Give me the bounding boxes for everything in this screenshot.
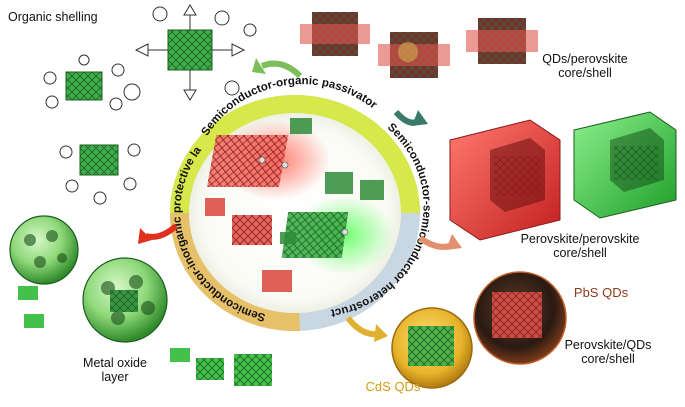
- cds-pbs-illustration: [391, 271, 567, 389]
- qds-perovskite-illustration: [300, 12, 538, 78]
- arrow-to-metal-oxide: [145, 223, 178, 240]
- label-organic-shelling: Organic shelling: [8, 10, 98, 24]
- arrows: [138, 58, 462, 342]
- label-cds-qds: CdS QDs: [365, 379, 421, 394]
- label-perovskite-perovskite: Perovskite/perovskite core/shell: [520, 232, 640, 261]
- label-pbs-qds: PbS QDs: [573, 285, 629, 300]
- label-perovskite-qds: Perovskite/QDs core/shell: [564, 338, 652, 367]
- metal-oxide-illustration: [9, 215, 272, 386]
- arrow-to-organic-shelling: [260, 60, 303, 79]
- label-metal-oxide: Metal oxide layer: [83, 356, 147, 385]
- label-qds-perovskite: QDs/perovskite core/shell: [542, 52, 628, 81]
- arrow-to-cds-pbs: [345, 316, 379, 338]
- inner-crystals: [205, 118, 395, 292]
- perovskite-perovskite-illustration: [449, 111, 677, 241]
- organic-shelling-illustration: [43, 4, 257, 205]
